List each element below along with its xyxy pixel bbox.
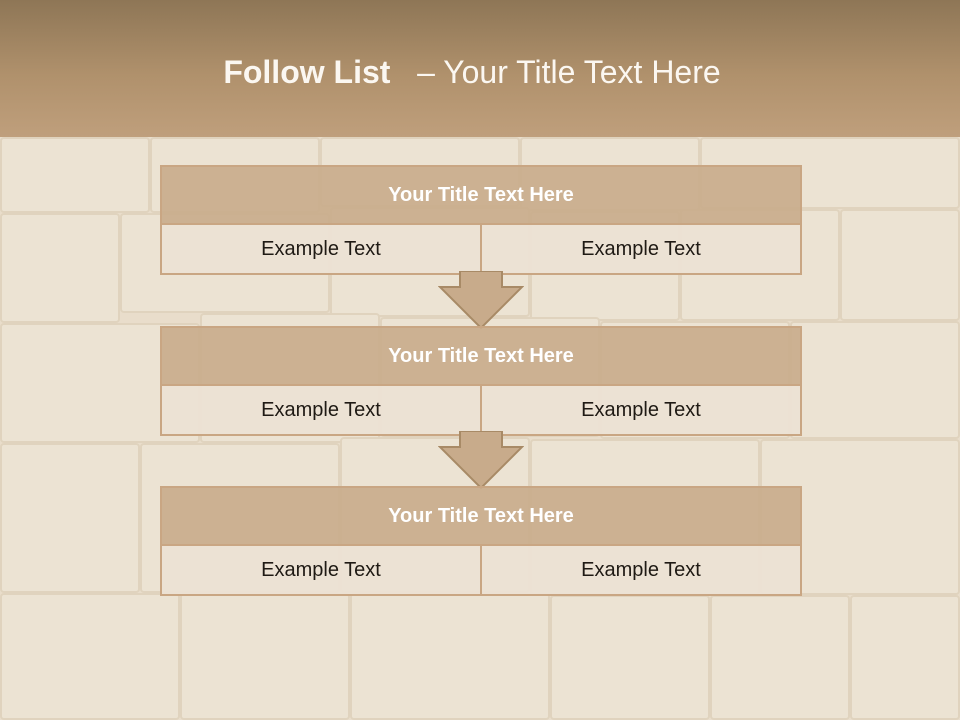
step-block-3: Your Title Text Here Example Text Exampl… xyxy=(160,486,802,596)
step-block-2: Your Title Text Here Example Text Exampl… xyxy=(160,326,802,436)
step-cell-right: Example Text xyxy=(480,546,800,594)
step-title: Your Title Text Here xyxy=(162,167,800,223)
step-cell-right: Example Text xyxy=(480,386,800,434)
step-cell-left: Example Text xyxy=(162,225,480,273)
step-row: Example Text Example Text xyxy=(162,223,800,273)
step-title: Your Title Text Here xyxy=(162,328,800,384)
title-bar: Follow List – Your Title Text Here xyxy=(0,0,960,137)
step-cell-right: Example Text xyxy=(480,225,800,273)
step-cell-left: Example Text xyxy=(162,386,480,434)
step-block-1: Your Title Text Here Example Text Exampl… xyxy=(160,165,802,275)
slide-title: Follow List – Your Title Text Here xyxy=(0,54,944,91)
down-arrow-icon xyxy=(438,431,524,490)
step-row: Example Text Example Text xyxy=(162,384,800,434)
slide-title-bold: Follow List xyxy=(223,54,391,90)
down-arrow-icon xyxy=(438,271,524,330)
step-row: Example Text Example Text xyxy=(162,544,800,594)
step-cell-left: Example Text xyxy=(162,546,480,594)
step-title: Your Title Text Here xyxy=(162,488,800,544)
slide-title-rest: – Your Title Text Here xyxy=(417,54,721,90)
